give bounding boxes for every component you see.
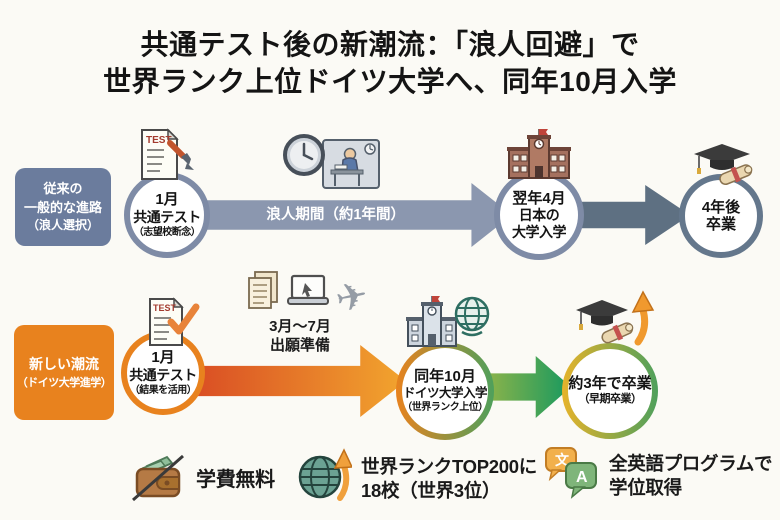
benefit-text: 世界ランクTOP200に 18校（世界3位）	[361, 455, 537, 501]
step-text: （志望校断念）	[133, 226, 201, 238]
benefit-world-ranking: 世界ランクTOP200に 18校（世界3位）	[298, 448, 537, 509]
step-text: （早期卒業）	[578, 393, 643, 406]
test-icon-label: TEST	[153, 303, 177, 313]
new-path-label: 新しい潮流 （ドイツ大学進学）	[14, 325, 114, 420]
new-label-line2: （ドイツ大学進学）	[16, 376, 112, 389]
step-text: 大学入学	[512, 223, 567, 240]
globe-rank-up-icon	[298, 448, 354, 509]
step-text: 1月	[155, 191, 179, 209]
step-text: 1月	[151, 349, 175, 367]
language-bubbles-icon: 文 A	[544, 446, 600, 505]
step-text: 4年後	[701, 198, 741, 216]
step-graduate-4-years: 4年後 卒業	[679, 174, 763, 258]
step-text: ドイツ大学入学	[402, 385, 488, 400]
step-text: （世界ランク上位）	[402, 401, 488, 413]
wallet-free-icon	[131, 452, 187, 509]
prep-line2: 出願準備	[269, 336, 330, 354]
application-prep-text: 3月～7月 出願準備	[240, 318, 360, 356]
title-line1: 共通テスト後の新潮流：「浪人回避」で	[140, 29, 640, 60]
step-text: 卒業	[705, 216, 736, 233]
ronin-study-clock-icon	[283, 132, 383, 195]
step-text: 翌年4月	[512, 189, 566, 207]
benefit-line1: 世界ランクTOP200に	[361, 456, 537, 478]
german-university-globe-icon	[404, 292, 492, 353]
application-arrow-orange	[198, 345, 406, 417]
laptop-icon	[286, 272, 330, 317]
step-april-japan-university: 翌年4月 日本の 大学入学	[494, 170, 584, 260]
traditional-label-line2: 一般的な進路	[23, 199, 102, 215]
step-text: 日本の	[518, 206, 560, 223]
benefit-text: 全英語プログラムで 学位取得	[609, 452, 773, 498]
study-arrow-green	[487, 356, 571, 418]
airplane-icon: ✈	[331, 274, 372, 322]
japan-school-building-icon	[506, 128, 572, 185]
prep-line1: 3月～7月	[269, 318, 331, 335]
bubble-en-char: A	[576, 469, 588, 486]
bubble-ja-char: 文	[555, 452, 570, 468]
step-text: 共通テスト	[133, 208, 201, 225]
step-text: （結果を活用）	[129, 384, 197, 396]
benefit-line1: 全英語プログラムで	[609, 453, 773, 475]
benefit-text: 学費無料	[196, 469, 275, 491]
traditional-label-line3: （浪人選択）	[26, 217, 99, 232]
step-graduate-3-years: 約3年で卒業 （早期卒業）	[562, 343, 658, 439]
title-line2: 世界ランク上位ドイツ大学へ、同年10月入学	[103, 66, 677, 98]
graduation-cap-diploma-icon	[686, 138, 758, 191]
ronin-period-label: 浪人期間（約1年間）	[266, 207, 405, 223]
benefit-line2: 学位取得	[609, 476, 682, 498]
step-october-german-university: 同年10月 ドイツ大学入学 （世界ランク上位）	[396, 342, 494, 440]
four-year-arrow	[578, 185, 690, 245]
benefit-free-tuition: 学費無料	[131, 452, 275, 509]
test-paper-pencil-icon: TEST	[134, 127, 196, 190]
traditional-label-line1: 従来の	[43, 181, 83, 197]
step-text: 約3年で卒業	[568, 375, 652, 393]
traditional-path-label: 従来の 一般的な進路 （浪人選択）	[15, 168, 111, 246]
new-label-line1: 新しい潮流	[29, 355, 99, 372]
benefit-line2: 18校（世界3位）	[361, 479, 501, 501]
early-graduation-icon	[570, 290, 658, 353]
step-text: 同年10月	[414, 368, 476, 386]
page-title: 共通テスト後の新潮流：「浪人回避」で 世界ランク上位ドイツ大学へ、同年10月入学	[0, 26, 780, 100]
test-icon-label: TEST	[146, 135, 172, 146]
documents-icon	[246, 270, 280, 317]
application-prep-icons: ✈	[246, 270, 372, 322]
step-text: 共通テスト	[129, 366, 197, 383]
test-paper-check-icon: TEST	[143, 296, 201, 355]
benefit-english-program: 文 A 全英語プログラムで 学位取得	[544, 446, 773, 505]
